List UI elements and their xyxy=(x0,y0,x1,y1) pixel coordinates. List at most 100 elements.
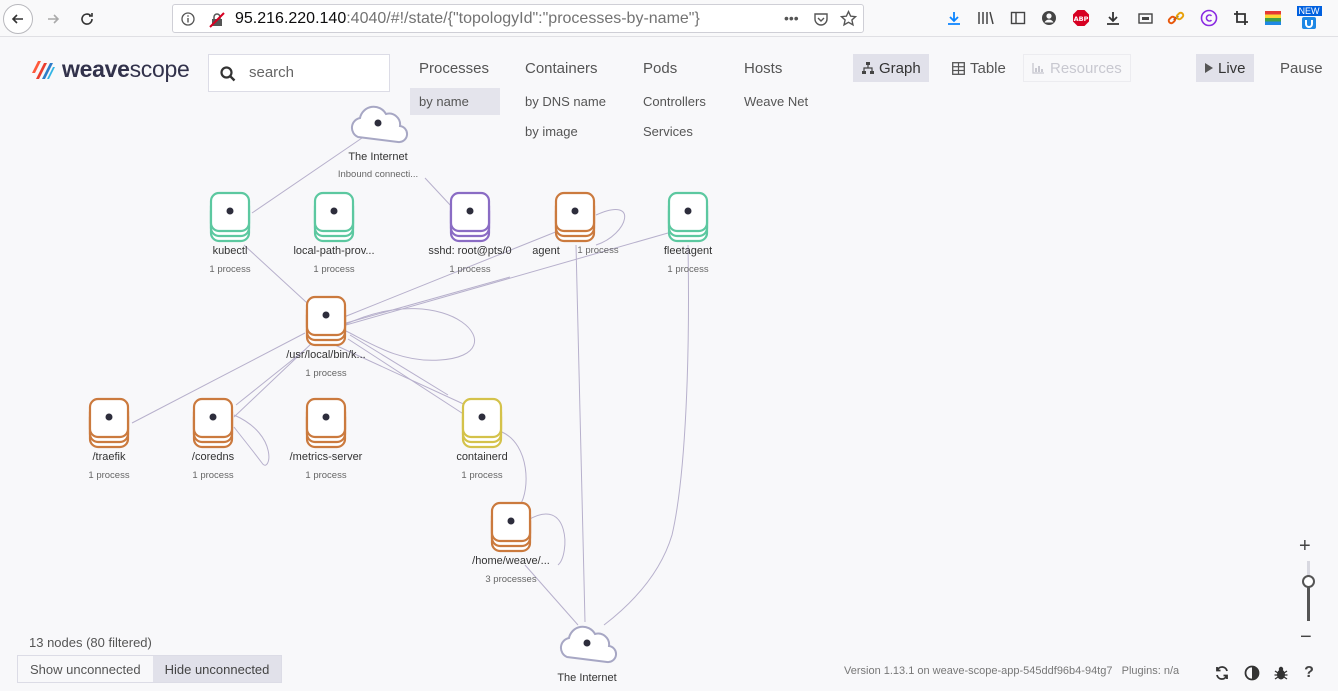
node-sublabel: 1 process xyxy=(313,264,355,275)
search-input[interactable] xyxy=(249,64,379,81)
crop-icon[interactable] xyxy=(1231,8,1251,28)
edge xyxy=(424,177,453,208)
node-kubectl[interactable] xyxy=(209,191,251,243)
svg-text:ABP: ABP xyxy=(1074,15,1089,23)
node-label: The Internet xyxy=(557,672,617,684)
weave-logo-icon xyxy=(32,60,55,79)
node-internet-bottom[interactable] xyxy=(559,625,618,664)
node-local-path[interactable] xyxy=(313,191,355,243)
version-text: Version 1.13.1 on weave-scope-app-545ddf… xyxy=(844,665,1113,677)
sub-topology-controllers[interactable]: Controllers xyxy=(643,94,706,109)
topology-hosts[interactable]: Hosts xyxy=(744,60,783,77)
node-usrlocal[interactable] xyxy=(305,295,347,347)
url-bar[interactable]: 95.216.220.140:4040/#!/state/{"topologyI… xyxy=(172,4,864,33)
back-button[interactable] xyxy=(3,4,33,34)
topology-containers[interactable]: Containers xyxy=(525,60,598,77)
downloads-icon[interactable] xyxy=(944,8,964,28)
edge xyxy=(349,334,449,396)
edge xyxy=(345,232,669,326)
screenshot-icon[interactable] xyxy=(1135,8,1155,28)
edge xyxy=(233,414,270,466)
zoom-slider-handle[interactable] xyxy=(1302,575,1315,588)
reload-button[interactable] xyxy=(72,4,102,34)
view-mode-table-label: Table xyxy=(970,59,1006,77)
account-icon[interactable] xyxy=(1039,8,1059,28)
node-sublabel: 1 process xyxy=(667,264,709,275)
node-fleetagent[interactable] xyxy=(667,191,709,243)
resources-icon xyxy=(1032,63,1044,74)
view-mode-resources[interactable]: Resources xyxy=(1023,54,1131,82)
edges xyxy=(131,137,689,626)
insecure-lock-icon xyxy=(209,12,225,28)
view-mode-table[interactable]: Table xyxy=(944,54,1014,82)
graph-icon xyxy=(862,62,874,74)
zoom-out-button[interactable]: − xyxy=(1300,626,1312,648)
new-extension-icon[interactable]: NEW xyxy=(1296,4,1322,32)
node-label: agent xyxy=(532,245,560,257)
view-mode-graph[interactable]: Graph xyxy=(853,54,929,82)
node-label: kubectl xyxy=(212,245,248,257)
rainbow-extension-icon[interactable] xyxy=(1263,8,1283,28)
edge xyxy=(235,348,307,406)
node-sshd[interactable] xyxy=(449,191,491,243)
url-host: 95.216.220.140 xyxy=(235,10,347,27)
live-button[interactable]: Live xyxy=(1196,54,1254,82)
hide-unconnected-button[interactable]: Hide unconnected xyxy=(152,656,282,682)
topology-pods[interactable]: Pods xyxy=(643,60,678,77)
node-count: 13 nodes (80 filtered) xyxy=(29,635,152,650)
pause-button[interactable]: Pause xyxy=(1280,59,1323,77)
node-internet-top[interactable] xyxy=(350,105,409,144)
view-mode-graph-label: Graph xyxy=(879,59,921,77)
topology-processes[interactable]: Processes xyxy=(419,60,490,77)
download-arrow-icon[interactable] xyxy=(1103,8,1123,28)
page-actions-button[interactable]: ••• xyxy=(784,10,799,26)
search-box[interactable] xyxy=(208,54,390,92)
sub-topology-services[interactable]: Services xyxy=(643,124,693,139)
node-containerd[interactable] xyxy=(461,397,503,449)
contrast-icon[interactable] xyxy=(1243,664,1261,682)
node-metrics[interactable] xyxy=(305,397,347,449)
bookmark-star-icon[interactable] xyxy=(840,10,857,27)
node-dot xyxy=(478,413,486,421)
sub-topology-by-name[interactable]: by name xyxy=(410,88,500,115)
copyright-icon[interactable] xyxy=(1199,8,1219,28)
node-sublabel: 1 process xyxy=(209,264,251,275)
sub-topology-weave-net[interactable]: Weave Net xyxy=(744,94,809,109)
node-label: sshd: root@pts/0 xyxy=(428,245,512,257)
unconnected-toggle: Show unconnected Hide unconnected xyxy=(17,655,283,683)
edge xyxy=(131,332,306,424)
edge xyxy=(343,230,559,318)
node-traefik[interactable] xyxy=(88,397,130,449)
logo-scope: scope xyxy=(129,56,190,82)
play-icon xyxy=(1205,63,1213,73)
edge xyxy=(243,244,319,314)
library-icon[interactable] xyxy=(976,8,996,28)
show-unconnected-button[interactable]: Show unconnected xyxy=(18,656,153,682)
node-label: The Internet xyxy=(348,151,408,163)
link-extension-icon[interactable] xyxy=(1166,8,1186,28)
edge xyxy=(595,209,625,246)
browser-toolbar: 95.216.220.140:4040/#!/state/{"topologyI… xyxy=(0,0,1338,37)
weavescope-logo[interactable]: weavescope xyxy=(30,56,190,83)
pocket-icon[interactable] xyxy=(813,11,829,27)
node-shapes xyxy=(88,105,709,664)
forward-button[interactable] xyxy=(38,4,68,34)
refresh-icon[interactable] xyxy=(1213,664,1231,682)
bug-icon[interactable] xyxy=(1272,664,1290,682)
node-label: /coredns xyxy=(191,451,235,463)
help-icon[interactable]: ? xyxy=(1304,664,1314,681)
sub-topology-by-image[interactable]: by image xyxy=(525,124,578,139)
node-sublabel: 1 process xyxy=(88,470,130,481)
node-homeweave[interactable] xyxy=(490,501,532,553)
node-label: /home/weave/... xyxy=(472,555,550,567)
node-dot xyxy=(209,413,217,421)
adblock-icon[interactable]: ABP xyxy=(1071,8,1091,28)
edge xyxy=(347,338,466,416)
node-agent[interactable] xyxy=(554,191,596,243)
info-icon xyxy=(181,12,195,26)
sidebar-icon[interactable] xyxy=(1008,8,1028,28)
zoom-in-button[interactable]: + xyxy=(1299,535,1311,557)
node-coredns[interactable] xyxy=(192,397,234,449)
sub-topology-by-dns-name[interactable]: by DNS name xyxy=(525,94,606,109)
